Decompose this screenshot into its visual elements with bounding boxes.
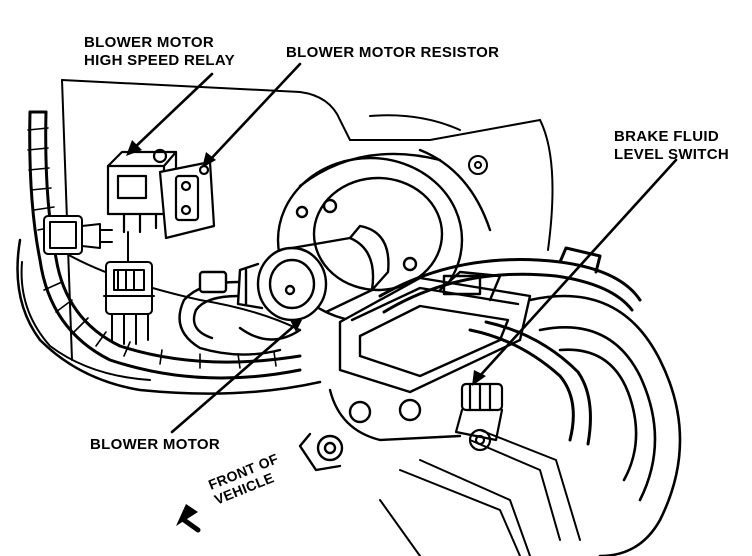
front-arrow-icon: [176, 504, 198, 526]
brake-switch-arrow: [476, 158, 678, 380]
arrow-heads: [126, 140, 486, 386]
label-relay-line1: BLOWER MOTOR: [84, 34, 214, 51]
relay-connector: [103, 231, 155, 345]
motor-arrow-head: [290, 320, 302, 332]
fan-shroud: [528, 294, 682, 556]
harness-wrap-right: [378, 246, 642, 446]
relay-arrow: [130, 72, 214, 152]
wiring-harness-left: [16, 110, 322, 395]
resistor-arrow: [206, 62, 302, 164]
brake-lines: [379, 429, 581, 556]
motor-wire-loop: [178, 270, 282, 356]
relay-arrow-head: [126, 140, 142, 156]
label-blower-motor: BLOWER MOTOR: [90, 436, 220, 453]
label-blower-resistor: BLOWER MOTOR RESISTOR: [286, 44, 500, 61]
harness-connector-left: [43, 215, 113, 255]
label-brake-fluid-switch: BRAKE FLUID LEVEL SWITCH: [614, 128, 729, 164]
label-brake-line1: BRAKE FLUID: [614, 128, 719, 145]
harness-wrap-bands: [27, 127, 277, 369]
blower-resistor: [158, 160, 216, 240]
motor-arrow: [170, 324, 296, 434]
brake-switch-arrow-head: [472, 370, 486, 386]
brake-fluid-level-switch: [454, 382, 504, 452]
master-cylinder: [298, 270, 532, 472]
label-high-speed-relay: BLOWER MOTOR HIGH SPEED RELAY: [84, 34, 235, 70]
front-arrow-tail: [181, 517, 201, 533]
blower-motor: [236, 224, 390, 341]
label-brake-line2: LEVEL SWITCH: [614, 146, 729, 163]
leader-arrows: [130, 62, 678, 434]
label-relay-line2: HIGH SPEED RELAY: [84, 52, 235, 69]
resistor-arrow-head: [202, 152, 216, 168]
